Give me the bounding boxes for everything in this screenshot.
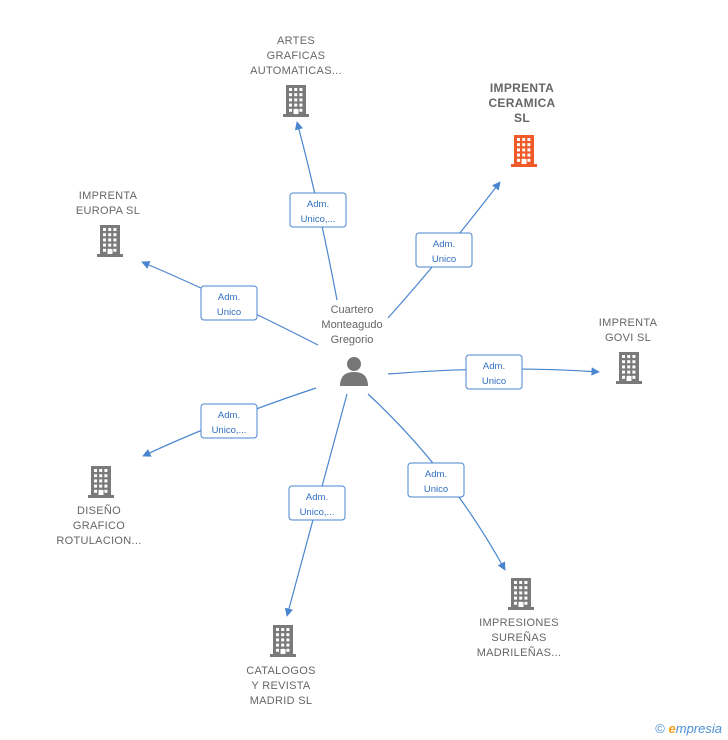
building-icon-europa[interactable] <box>97 225 123 257</box>
role-badge-text: Adm.Unico,... <box>300 492 335 518</box>
building-icon-diseno[interactable] <box>88 466 114 498</box>
role-badge-catalogos[interactable]: Adm.Unico,... <box>288 485 346 521</box>
role-badge-text: Adm.Unico <box>432 239 456 265</box>
role-badge-text: Adm.Unico,... <box>301 199 336 225</box>
role-badge-ceramica[interactable]: Adm.Unico <box>415 232 473 268</box>
company-label-artes-line: ARTES <box>277 35 315 47</box>
building-icon-impresiones[interactable] <box>508 578 534 610</box>
brand-logo-text: mpresia <box>675 721 722 736</box>
company-label-artes-line: GRAFICAS <box>267 50 326 62</box>
brand-logo-initial: e <box>668 721 676 736</box>
person-icon-body <box>340 372 368 386</box>
person-icon <box>347 357 361 371</box>
company-label-govi-line: IMPRENTA <box>599 317 658 329</box>
company-label-europa[interactable]: IMPRENTA EUROPA SL <box>76 190 140 217</box>
role-badge-europa[interactable]: Adm.Unico <box>200 285 258 321</box>
company-label-europa-line: IMPRENTA <box>79 190 138 202</box>
company-label-diseno[interactable]: DISEÑO GRAFICO ROTULACION... <box>56 504 141 547</box>
company-label-ceramica-line: CERAMICA <box>488 96 555 110</box>
company-label-diseno-line: DISEÑO <box>77 504 121 517</box>
company-label-govi[interactable]: IMPRENTA GOVI SL <box>599 317 658 344</box>
company-label-impresiones-line: MADRILEÑAS... <box>477 646 562 659</box>
company-label-impresiones-line: IMPRESIONES <box>479 617 559 629</box>
company-label-govi-line: GOVI SL <box>605 332 651 344</box>
copyright-icon: © <box>655 721 665 736</box>
company-label-diseno-line: ROTULACION... <box>56 535 141 547</box>
role-badge-text: Adm.Unico <box>217 292 241 318</box>
company-label-impresiones[interactable]: IMPRESIONES SUREÑAS MADRILEÑAS... <box>477 617 562 659</box>
role-badge-text: Adm.Unico <box>482 361 506 387</box>
company-label-catalogos-line: MADRID SL <box>250 695 313 707</box>
building-icon-govi[interactable] <box>616 352 642 384</box>
company-label-europa-line: EUROPA SL <box>76 205 140 217</box>
role-badge-impresiones[interactable]: Adm.Unico <box>407 462 465 498</box>
company-label-artes[interactable]: ARTES GRAFICAS AUTOMATICAS... <box>250 35 342 77</box>
company-label-catalogos-line: CATALOGOS <box>246 665 316 677</box>
company-label-artes-line: AUTOMATICAS... <box>250 65 342 77</box>
role-badge-govi[interactable]: Adm.Unico <box>465 354 523 390</box>
role-badge-text: Adm.Unico <box>424 469 448 495</box>
company-label-impresiones-line: SUREÑAS <box>491 631 546 644</box>
company-label-diseno-line: GRAFICO <box>73 520 125 532</box>
company-label-catalogos-line: Y REVISTA <box>251 680 311 692</box>
building-icon-catalogos[interactable] <box>270 625 296 657</box>
company-label-ceramica-line: SL <box>514 111 530 125</box>
building-icon-artes[interactable] <box>283 85 309 117</box>
brand-footer: © empresia <box>655 721 722 736</box>
company-label-catalogos[interactable]: CATALOGOS Y REVISTA MADRID SL <box>246 665 316 707</box>
role-badge-diseno[interactable]: Adm.Unico,... <box>200 403 258 439</box>
company-label-ceramica-line: IMPRENTA <box>490 81 554 95</box>
role-badge-text: Adm.Unico,... <box>212 410 247 436</box>
building-icon-ceramica[interactable] <box>511 135 537 167</box>
role-badge-artes[interactable]: Adm.Unico,... <box>289 192 347 228</box>
